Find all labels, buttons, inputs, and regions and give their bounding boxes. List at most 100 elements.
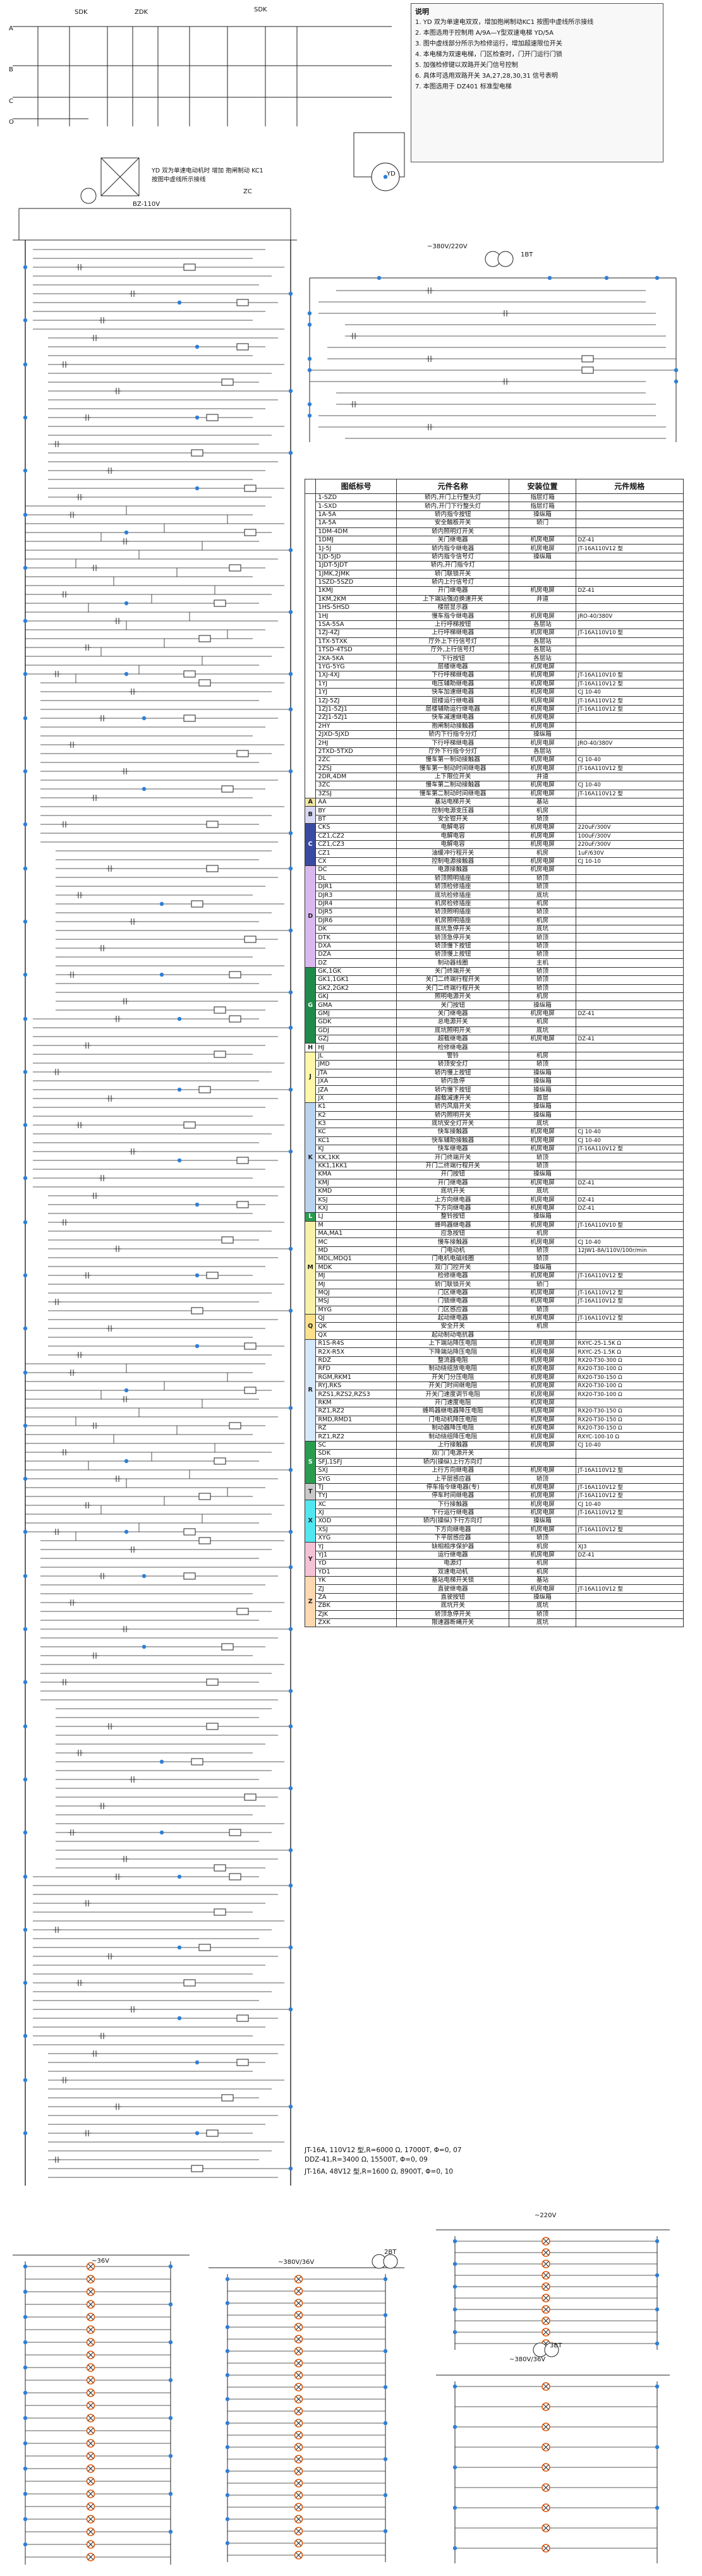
junction-node — [177, 1087, 182, 1092]
component-code: 2TXD-5TXD — [315, 747, 397, 757]
component-name: 停车指令继电器(专) — [396, 1483, 510, 1493]
component-spec: CJ 10-40 — [575, 1500, 684, 1509]
label-left-ac: ~36V — [92, 2258, 109, 2265]
note-line: 5. 加强检修键以双路开关门信号控制 — [415, 62, 518, 69]
junction-node — [23, 1016, 28, 1021]
component-name: 上行接触器 — [396, 1440, 510, 1450]
junction-node — [225, 2301, 230, 2306]
relay-coil — [244, 529, 257, 536]
component-name: 慢车第一制动接触器 — [396, 755, 510, 765]
junction-node — [225, 2373, 230, 2378]
junction-node — [177, 1945, 182, 1950]
component-code: KMD — [315, 1187, 397, 1196]
component-name: 检修继电器 — [396, 1271, 510, 1281]
group-letter: B — [304, 806, 317, 824]
component-code: QJ — [315, 1313, 397, 1323]
junction-node — [168, 2529, 173, 2534]
relay-coil — [221, 2094, 234, 2102]
component-location: 机房电屏 — [509, 1381, 576, 1391]
component-location: 机房电屏 — [509, 1432, 576, 1441]
relay-coil — [191, 449, 203, 457]
component-code: 1YG-5YG — [315, 662, 397, 672]
component-spec — [575, 502, 684, 511]
component-name: 限速器断绳开关 — [396, 1618, 510, 1628]
component-name: 安全触板开关 — [396, 519, 510, 528]
component-location: 轿门 — [509, 1280, 576, 1289]
component-code: SXJ — [315, 1466, 397, 1476]
component-code: MDL,MDQ1 — [315, 1255, 397, 1264]
component-spec — [575, 713, 684, 723]
relay-coil — [198, 679, 211, 687]
component-code: BY — [315, 806, 397, 816]
group-letter: C — [304, 823, 317, 867]
component-spec — [575, 814, 684, 824]
component-code: ZA — [315, 1592, 397, 1603]
component-spec — [575, 874, 684, 883]
component-name: 慢车第二制动接触器 — [396, 781, 510, 790]
component-spec: JT-16A110V12 型 — [575, 1466, 684, 1476]
component-location: 机房电屏 — [509, 704, 576, 714]
component-code: DJR6 — [315, 916, 397, 925]
component-code: RZ1,RZ2 — [315, 1407, 397, 1416]
component-spec: JT-16A110V12 型 — [575, 1145, 684, 1154]
junction-node — [23, 362, 28, 367]
component-code: ZJK — [315, 1610, 397, 1619]
component-name: 关门二终端行程开关 — [396, 984, 510, 994]
component-location: 操纵箱 — [509, 510, 576, 520]
component-name: 门电动机降压电阻 — [396, 1415, 510, 1424]
component-spec — [575, 519, 684, 528]
junction-node — [452, 2546, 457, 2551]
junction-node — [288, 1025, 293, 1030]
component-location: 底坑 — [509, 1618, 576, 1628]
junction-node — [452, 2239, 457, 2244]
component-code: MC — [315, 1237, 397, 1247]
component-location: 底坑 — [509, 891, 576, 900]
component-location: 轿顶 — [509, 1153, 576, 1162]
relay-coil — [236, 299, 249, 306]
wire — [543, 2295, 549, 2301]
component-spec: JT-16A110V10 型 — [575, 629, 684, 638]
junction-node — [288, 1945, 293, 1950]
table-header-row: 图纸标号 元件名称 安装位置 元件规格 — [304, 479, 684, 494]
component-location: 机房 — [509, 1542, 576, 1551]
component-location: 机房电屏 — [509, 1466, 576, 1476]
component-location: 机房电屏 — [509, 1339, 576, 1349]
junction-node — [288, 1405, 293, 1411]
component-name: 开关门分压电阻 — [396, 1373, 510, 1383]
wire — [543, 2329, 549, 2335]
component-name: 安全钳开关 — [396, 814, 510, 824]
component-location: 机房电屏 — [509, 1550, 576, 1560]
junction-node — [452, 2261, 457, 2266]
junction-node — [288, 1688, 293, 1694]
component-spec — [575, 1229, 684, 1239]
component-code: RMD,RMD1 — [315, 1415, 397, 1424]
wire — [543, 2272, 549, 2278]
group-letter: Q — [304, 1313, 317, 1340]
component-name: 应急按钮 — [396, 1229, 510, 1239]
junction-node — [23, 2078, 28, 2083]
component-name: 轿门联锁开关 — [396, 1280, 510, 1289]
component-code: MQJ — [315, 1288, 397, 1298]
component-spec — [575, 552, 684, 562]
component-code: JX — [315, 1093, 397, 1104]
component-code: 1DM-4DM — [315, 527, 397, 536]
component-code: SC — [315, 1440, 397, 1450]
wire — [543, 2484, 549, 2491]
component-spec — [575, 620, 684, 630]
component-location: 机房电屏 — [509, 1136, 576, 1146]
relay-coil — [236, 750, 249, 757]
